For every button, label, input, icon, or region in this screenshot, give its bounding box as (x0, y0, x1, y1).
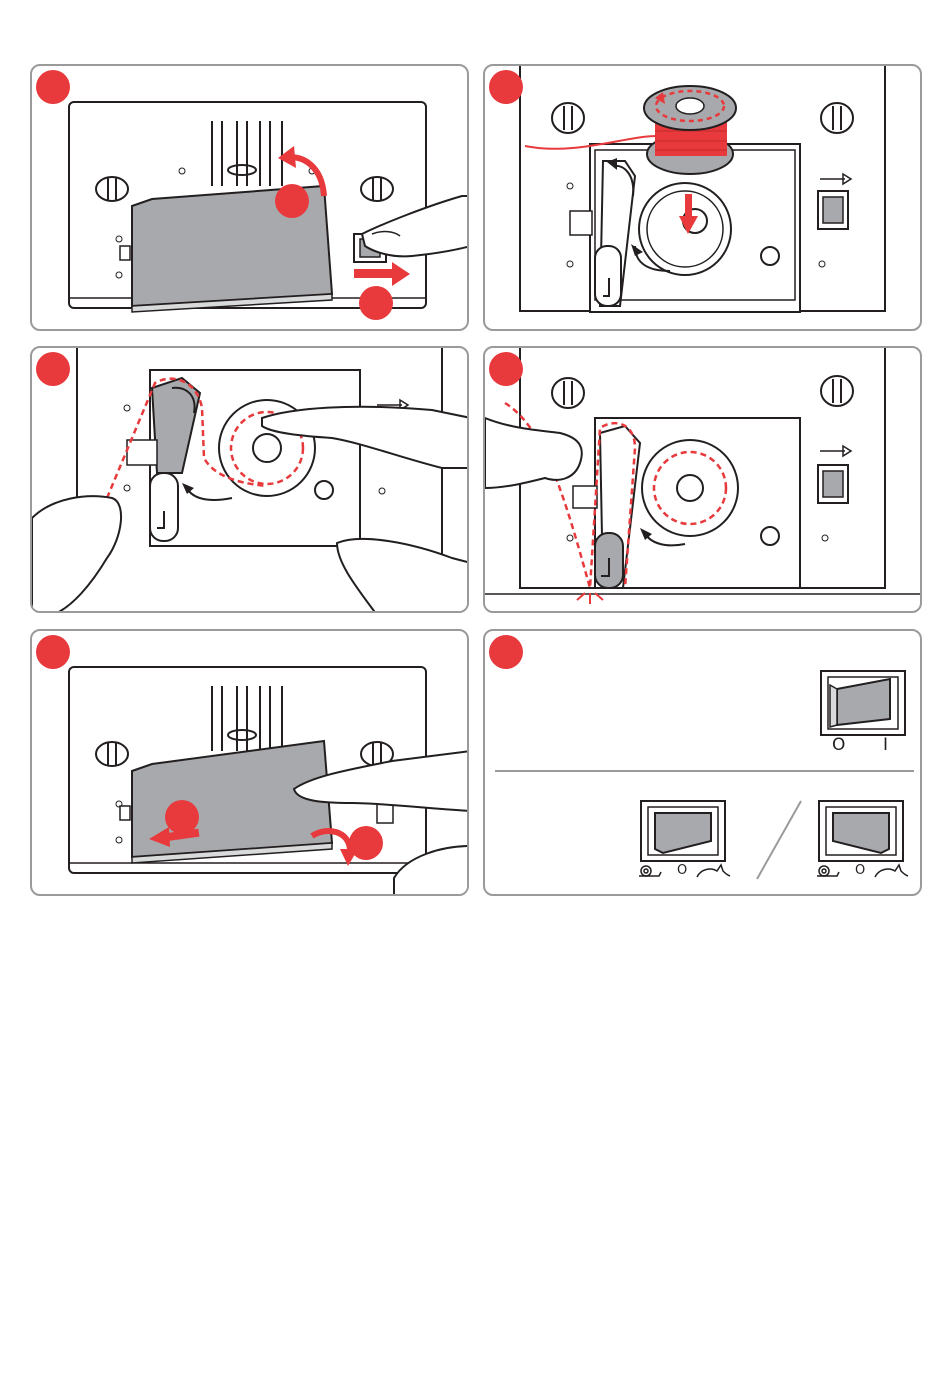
illustration-insert-bobbin (485, 66, 922, 331)
step-marker (36, 635, 70, 669)
speed-switch-left-icon (641, 801, 725, 861)
substep-marker-lift (275, 184, 309, 218)
step-panel-cut-thread (483, 346, 922, 613)
speed-left-center-symbol: O (677, 863, 687, 878)
screw-icon (552, 378, 584, 408)
speed-switch-right-icon (819, 801, 903, 861)
snail-icon (817, 866, 839, 876)
step-panel-switches: O I O O (483, 629, 922, 896)
step-panel-remove-cover (30, 64, 469, 331)
substep-marker-press (349, 826, 383, 860)
screw-icon (96, 177, 128, 201)
finger-illustration (32, 496, 121, 613)
rabbit-icon (697, 865, 730, 877)
step-marker (36, 70, 70, 104)
finger-illustration (485, 418, 582, 488)
snail-icon (639, 866, 661, 876)
rabbit-icon (875, 865, 908, 877)
screw-icon (361, 177, 393, 201)
screw-icon (552, 103, 584, 133)
illustration-cut-thread (485, 348, 922, 613)
step-panel-insert-bobbin (483, 64, 922, 331)
power-switch-icon (821, 671, 905, 735)
illustration-remove-cover (32, 66, 469, 331)
slide-arrow (354, 269, 392, 278)
power-off-symbol: O (832, 735, 845, 755)
illustration-guide-thread (32, 348, 469, 613)
speed-right-center-symbol: O (855, 863, 865, 878)
screw-icon (96, 742, 128, 766)
step-marker (489, 635, 523, 669)
illustration-replace-cover (32, 631, 469, 896)
step-marker (489, 352, 523, 386)
step-marker (36, 352, 70, 386)
substep-marker-slide (359, 286, 393, 320)
finger-illustration (337, 539, 469, 613)
substep-marker-slide (165, 800, 199, 834)
power-on-symbol: I (883, 735, 888, 755)
illustration-switches (485, 631, 922, 896)
step-panel-guide-thread (30, 346, 469, 613)
screw-icon (821, 376, 853, 406)
step-marker (489, 70, 523, 104)
screw-icon (821, 103, 853, 133)
step-panel-replace-cover (30, 629, 469, 896)
